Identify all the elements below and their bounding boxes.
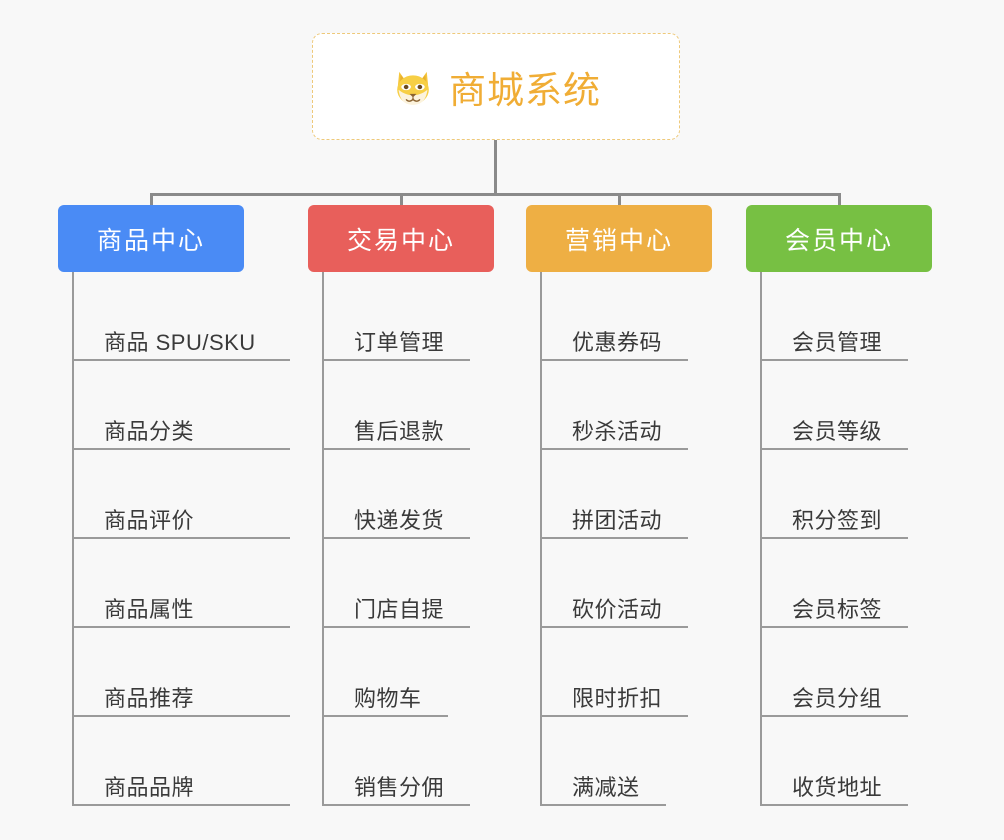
leaf-label: 购物车 bbox=[354, 685, 422, 711]
leaf-label: 商品分类 bbox=[104, 418, 195, 444]
leaf-list-marketing: 优惠券码 秒杀活动 拼团活动 砍价活动 限时折扣 满减送 bbox=[540, 272, 712, 806]
leaf-item[interactable]: 会员管理 bbox=[760, 272, 932, 361]
category-header-trade[interactable]: 交易中心 bbox=[308, 205, 494, 272]
leaf-label: 快递发货 bbox=[354, 507, 445, 533]
category-label: 会员中心 bbox=[784, 226, 893, 255]
leaf-item[interactable]: 会员等级 bbox=[760, 361, 932, 450]
leaf-item[interactable]: 满减送 bbox=[540, 717, 712, 806]
leaf-label: 会员等级 bbox=[792, 418, 883, 444]
leaf-label: 收货地址 bbox=[792, 774, 883, 800]
connector-root-stem bbox=[494, 140, 497, 196]
category-header-member[interactable]: 会员中心 bbox=[746, 205, 932, 272]
category-column-trade: 交易中心 订单管理 售后退款 快递发货 门店自提 购物车 销售分佣 bbox=[308, 205, 494, 806]
leaf-label: 砍价活动 bbox=[572, 596, 663, 622]
connector-drop-0 bbox=[150, 193, 153, 207]
connector-drop-3 bbox=[838, 193, 841, 207]
connector-drop-2 bbox=[618, 193, 621, 207]
leaf-label: 拼团活动 bbox=[572, 507, 663, 533]
leaf-item[interactable]: 会员标签 bbox=[760, 539, 932, 628]
category-column-member: 会员中心 会员管理 会员等级 积分签到 会员标签 会员分组 收货地址 bbox=[746, 205, 932, 806]
shiba-dog-face-icon bbox=[391, 65, 435, 109]
category-label: 营销中心 bbox=[564, 226, 673, 255]
leaf-item[interactable]: 拼团活动 bbox=[540, 450, 712, 539]
leaf-label: 售后退款 bbox=[354, 418, 445, 444]
leaf-label: 满减送 bbox=[572, 774, 640, 800]
category-label: 商品中心 bbox=[96, 226, 205, 255]
leaf-label: 商品品牌 bbox=[104, 774, 195, 800]
leaf-item[interactable]: 商品属性 bbox=[72, 539, 290, 628]
root-title: 商城系统 bbox=[449, 69, 601, 111]
category-header-product[interactable]: 商品中心 bbox=[58, 205, 244, 272]
leaf-item[interactable]: 积分签到 bbox=[760, 450, 932, 539]
leaf-label: 会员分组 bbox=[792, 685, 883, 711]
connector-drop-1 bbox=[400, 193, 403, 207]
leaf-item[interactable]: 商品品牌 bbox=[72, 717, 290, 806]
category-label: 交易中心 bbox=[346, 226, 455, 255]
leaf-label: 商品评价 bbox=[104, 507, 195, 533]
leaf-item[interactable]: 秒杀活动 bbox=[540, 361, 712, 450]
leaf-item[interactable]: 限时折扣 bbox=[540, 628, 712, 717]
leaf-label: 订单管理 bbox=[354, 329, 445, 355]
leaf-item[interactable]: 购物车 bbox=[322, 628, 494, 717]
leaf-label: 门店自提 bbox=[354, 596, 445, 622]
leaf-item[interactable]: 商品分类 bbox=[72, 361, 290, 450]
leaf-label: 限时折扣 bbox=[572, 685, 663, 711]
leaf-item[interactable]: 销售分佣 bbox=[322, 717, 494, 806]
leaf-label: 积分签到 bbox=[792, 507, 883, 533]
leaf-label: 商品 SPU/SKU bbox=[104, 329, 256, 355]
category-column-product: 商品中心 商品 SPU/SKU 商品分类 商品评价 商品属性 商品推荐 商品品牌 bbox=[58, 205, 290, 806]
root-node[interactable]: 商城系统 bbox=[312, 33, 680, 140]
leaf-item[interactable]: 商品评价 bbox=[72, 450, 290, 539]
leaf-item[interactable]: 收货地址 bbox=[760, 717, 932, 806]
leaf-item[interactable]: 门店自提 bbox=[322, 539, 494, 628]
leaf-label: 商品属性 bbox=[104, 596, 195, 622]
leaf-item[interactable]: 优惠券码 bbox=[540, 272, 712, 361]
leaf-item[interactable]: 订单管理 bbox=[322, 272, 494, 361]
category-header-marketing[interactable]: 营销中心 bbox=[526, 205, 712, 272]
leaf-label: 销售分佣 bbox=[354, 774, 445, 800]
leaf-list-member: 会员管理 会员等级 积分签到 会员标签 会员分组 收货地址 bbox=[760, 272, 932, 806]
leaf-item[interactable]: 售后退款 bbox=[322, 361, 494, 450]
leaf-label: 优惠券码 bbox=[572, 329, 663, 355]
leaf-item[interactable]: 商品推荐 bbox=[72, 628, 290, 717]
category-column-marketing: 营销中心 优惠券码 秒杀活动 拼团活动 砍价活动 限时折扣 满减送 bbox=[526, 205, 712, 806]
leaf-label: 会员标签 bbox=[792, 596, 883, 622]
leaf-item[interactable]: 快递发货 bbox=[322, 450, 494, 539]
leaf-list-product: 商品 SPU/SKU 商品分类 商品评价 商品属性 商品推荐 商品品牌 bbox=[72, 272, 290, 806]
leaf-label: 会员管理 bbox=[792, 329, 883, 355]
leaf-list-trade: 订单管理 售后退款 快递发货 门店自提 购物车 销售分佣 bbox=[322, 272, 494, 806]
leaf-item[interactable]: 砍价活动 bbox=[540, 539, 712, 628]
leaf-label: 秒杀活动 bbox=[572, 418, 663, 444]
leaf-item[interactable]: 会员分组 bbox=[760, 628, 932, 717]
leaf-label: 商品推荐 bbox=[104, 685, 195, 711]
connector-bus bbox=[150, 193, 840, 196]
leaf-item[interactable]: 商品 SPU/SKU bbox=[72, 272, 290, 361]
